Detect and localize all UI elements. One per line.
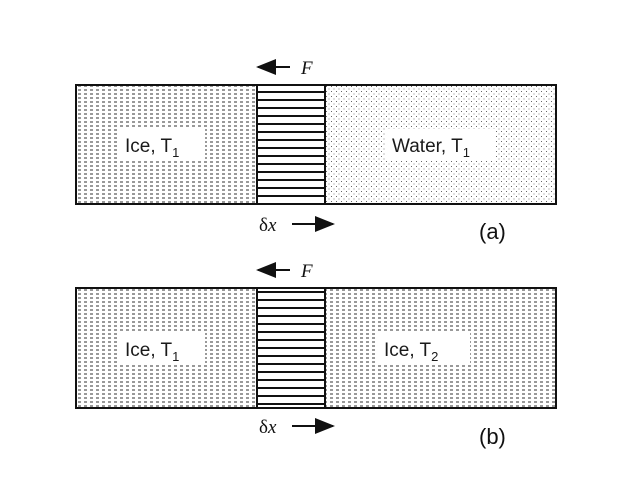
panel-b: F Ice, T1 Ice, T2 δx (b) xyxy=(75,261,557,449)
force-label-a: F xyxy=(300,58,313,79)
panel-tag-b: (b) xyxy=(479,424,506,449)
interface-slab-b xyxy=(257,288,325,408)
interface-slab-a xyxy=(257,85,325,204)
panel-tag-a: (a) xyxy=(479,219,506,244)
panel-a: F Ice, T1 Water, T1 δx (a) xyxy=(75,58,557,244)
bar-outline-b xyxy=(75,287,557,409)
force-label-b: F xyxy=(300,261,313,282)
left-label-b: Ice, T1 xyxy=(125,340,179,364)
displacement-label-a: δx xyxy=(259,215,277,236)
bar-outline-a xyxy=(75,84,557,205)
left-label-a: Ice, T1 xyxy=(125,136,179,160)
right-label-a: Water, T1 xyxy=(392,136,470,160)
displacement-label-b: δx xyxy=(259,417,277,438)
right-label-b: Ice, T2 xyxy=(384,340,438,364)
